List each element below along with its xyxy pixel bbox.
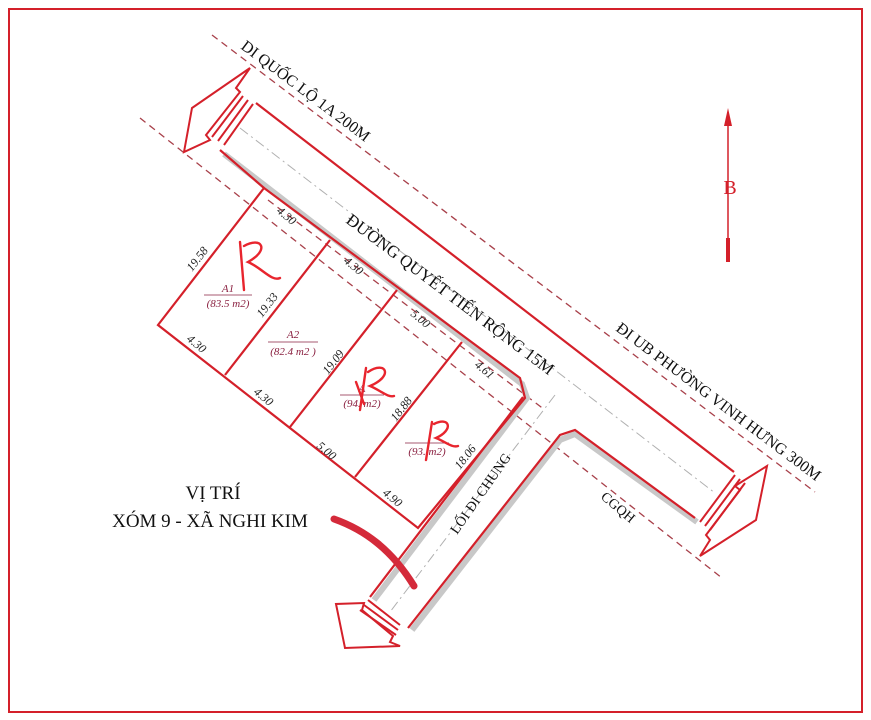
lots-outline <box>156 186 527 530</box>
dashed-line-top <box>211 34 816 493</box>
lots <box>156 186 527 530</box>
lot-area: (94. m2) <box>343 398 381 410</box>
lot-divider-a2-a3 <box>289 289 398 428</box>
planning-line-label: CGQH <box>597 490 637 527</box>
lot-area: (82.4 m2 ) <box>270 346 316 358</box>
dim-a4-back: 4.90 <box>380 486 405 510</box>
location-line1: VỊ TRÍ <box>185 482 240 504</box>
lot-name: A <box>358 383 366 395</box>
dim-a2-a3: 19.09 <box>319 347 347 377</box>
mark-a3 <box>354 366 396 412</box>
top-direction-label: DI QUỐC LỘ 1A 200M <box>238 36 374 145</box>
north-label: B <box>723 177 736 199</box>
lot-area: (83.5 m2) <box>207 298 250 310</box>
main-road-label: ĐƯỜNG QUYẾT TIẾN RỘNG 15M <box>343 210 558 379</box>
lot-name: A1 <box>221 283 234 295</box>
dim-a3-a4: 18.88 <box>387 394 415 424</box>
dim-a3-back: 5.00 <box>314 439 339 463</box>
dashed-line-lots <box>267 199 546 411</box>
lot-a2-label: A2 (82.4 m2 ) <box>268 329 318 358</box>
dim-a2-back: 4.30 <box>251 385 276 409</box>
lot-name: A2 <box>286 329 300 341</box>
lot-divider-a3-a4 <box>354 341 463 478</box>
mark-a4 <box>424 420 460 462</box>
dim-a1-back: 4.30 <box>184 332 209 356</box>
frame-border <box>8 8 863 713</box>
location-pointer-stroke <box>330 515 418 590</box>
dashed-line-bottom <box>139 117 723 579</box>
north-arrow-icon <box>724 108 732 262</box>
dim-a1-a2: 19.33 <box>253 290 281 320</box>
road-centerline <box>239 127 716 613</box>
mark-a1 <box>238 240 282 292</box>
arrow-right-icon <box>699 463 769 557</box>
dim-a1-left: 19.58 <box>183 244 211 274</box>
dashed-lines <box>139 34 816 579</box>
road-shadow <box>222 151 699 632</box>
handwritten-marks <box>238 240 460 462</box>
location-line2: XÓM 9 - XÃ NGHI KIM <box>112 510 308 532</box>
lot-divider-a1-a2 <box>224 239 331 376</box>
arrow-bottom-icon <box>334 599 401 650</box>
lot-a1-label: A1 (83.5 m2) <box>204 283 252 310</box>
arrow-top-left-icon <box>182 67 254 154</box>
